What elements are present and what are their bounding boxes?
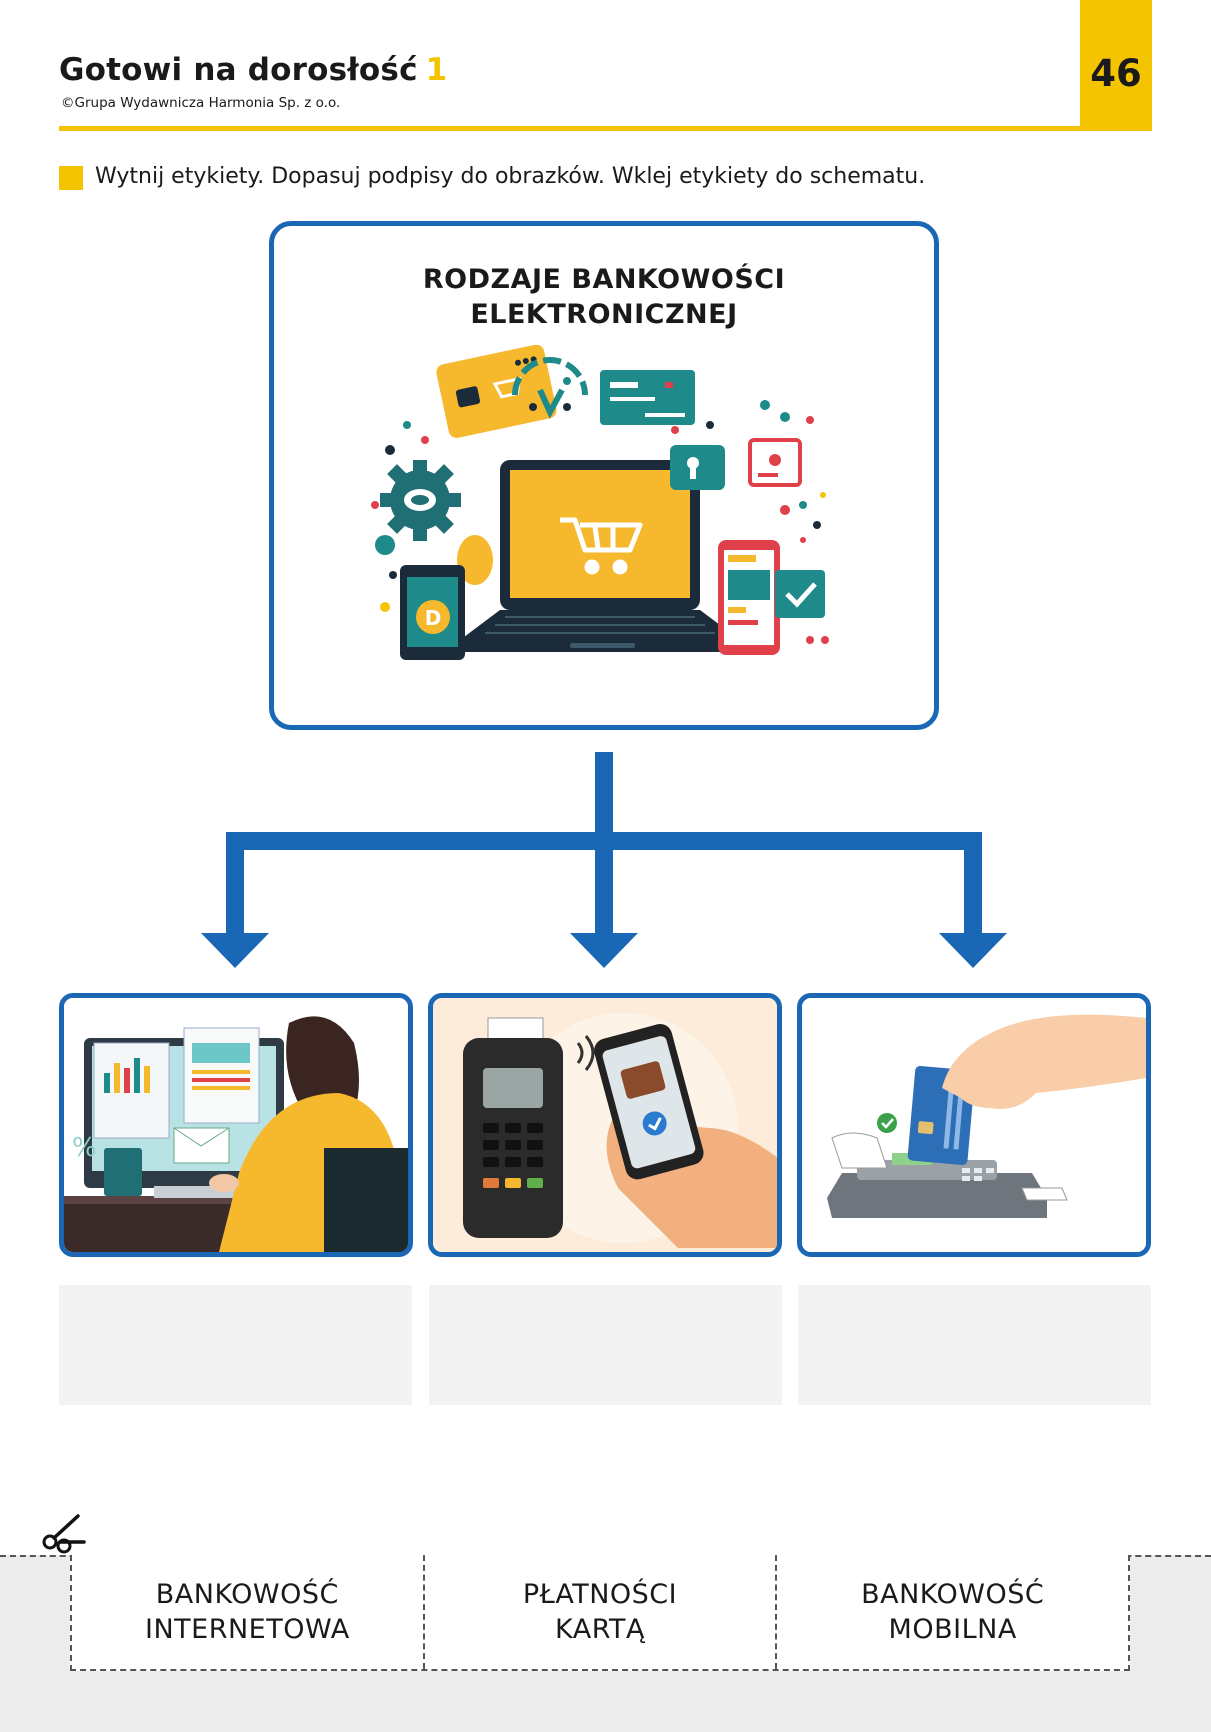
label-drop-slot-2[interactable] <box>429 1285 782 1405</box>
label-drop-slot-1[interactable] <box>59 1285 412 1405</box>
image-internet-banking: % <box>59 993 413 1257</box>
cut-label-internet-banking[interactable]: BANKOWOŚĆ INTERNETOWA <box>72 1555 423 1669</box>
contactless-waves-icon <box>576 1035 595 1071</box>
person-hair <box>286 1016 359 1113</box>
credit-card-icon <box>600 370 695 425</box>
cut-label-card-payments[interactable]: PŁATNOŚCI KARTĄ <box>422 1555 776 1669</box>
label-drop-slot-3[interactable] <box>798 1285 1151 1405</box>
copyright-notice: ©Grupa Wydawnicza Harmonia Sp. z o.o. <box>61 95 341 111</box>
smartphone-icon <box>594 1024 704 1180</box>
gauge-icon <box>512 357 588 419</box>
shopping-cart-icon <box>560 517 643 575</box>
smartphone-icon <box>718 540 780 655</box>
tablet-icon: D <box>400 565 465 660</box>
page-number-tab <box>1080 0 1152 131</box>
main-title-line2: ELEKTRONICZNEJ <box>470 299 738 330</box>
book-title: Gotowi na dorosłość <box>59 52 418 88</box>
image-card-payment <box>797 993 1151 1257</box>
hand <box>942 1014 1146 1109</box>
svg-text:D: D <box>425 606 442 630</box>
card-terminal-icon <box>827 1173 1047 1218</box>
lock-icon <box>670 445 725 490</box>
cut-label-line2: MOBILNA <box>888 1614 1017 1645</box>
checkmark-icon <box>775 570 825 618</box>
cut-label-line2: INTERNETOWA <box>145 1614 350 1645</box>
cut-label-line1: BANKOWOŚĆ <box>155 1579 339 1610</box>
main-title-line1: RODZAJE BANKOWOŚCI <box>422 264 786 295</box>
header-divider <box>59 126 1152 131</box>
wallet-icon <box>620 1061 666 1099</box>
electronic-banking-illustration: D <box>371 345 829 660</box>
cutout-labels: BANKOWOŚĆ INTERNETOWA PŁATNOŚCI KARTĄ BANK… <box>70 1555 1130 1671</box>
flow-arrows <box>201 752 1007 968</box>
instruction-text: Wytnij etykiety. Dopasuj podpisy do obra… <box>95 164 926 189</box>
book-volume: 1 <box>425 52 448 88</box>
instruction-bullet <box>59 166 83 190</box>
id-card-icon <box>748 438 802 487</box>
chat-bubble-icon <box>375 535 395 555</box>
calculator-icon <box>104 1148 142 1196</box>
image-mobile-payment <box>428 993 782 1257</box>
decorative-shape <box>457 535 493 585</box>
percent-sign: % <box>72 1133 97 1163</box>
scissors-icon <box>42 1514 86 1554</box>
main-concept-title: RODZAJE BANKOWOŚCI ELEKTRONICZNEJ <box>269 262 939 332</box>
checkmark-icon <box>642 1111 667 1136</box>
checkmark-icon <box>877 1113 897 1133</box>
receipt <box>831 1132 888 1169</box>
payment-terminal-icon <box>463 1017 563 1238</box>
cut-label-line1: BANKOWOŚĆ <box>861 1579 1045 1610</box>
cut-label-mobile-banking[interactable]: BANKOWOŚĆ MOBILNA <box>775 1555 1128 1669</box>
page-number: 46 <box>1090 52 1142 95</box>
cut-label-line1: PŁATNOŚCI <box>522 1579 678 1610</box>
laptop-icon <box>455 460 755 652</box>
cut-label-line2: KARTĄ <box>555 1614 645 1645</box>
gear-icon <box>380 460 461 541</box>
